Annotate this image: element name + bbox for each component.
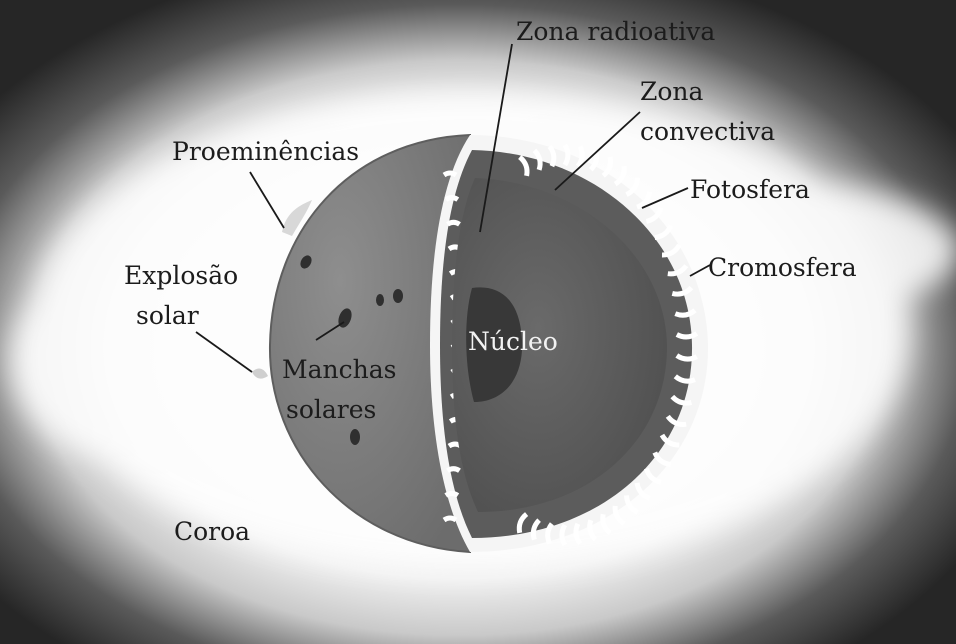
convective-cell <box>446 198 458 200</box>
label-zona-convectiva-line2: convectiva <box>640 117 775 146</box>
label-proeminencias: Proeminências <box>172 137 359 166</box>
convective-cell <box>444 173 456 175</box>
convective-cell <box>448 222 460 224</box>
label-cromosfera: Cromosfera <box>708 253 857 282</box>
label-nucleo: Núcleo <box>468 327 558 356</box>
label-zona-radioativa: Zona radioativa <box>516 17 715 46</box>
label-coroa: Coroa <box>174 517 250 546</box>
convective-cell <box>448 469 460 471</box>
convective-cell <box>444 518 456 520</box>
label-fotosfera: Fotosfera <box>690 175 810 204</box>
label-explosao-solar-line2: solar <box>136 301 199 330</box>
label-manchas-solares-line2: solares <box>286 395 376 424</box>
label-zona-convectiva-line1: Zona <box>640 77 704 106</box>
label-manchas-solares-line1: Manchas <box>282 355 396 384</box>
convective-cell <box>446 493 458 495</box>
label-explosao-solar-line1: Explosão <box>124 261 238 290</box>
